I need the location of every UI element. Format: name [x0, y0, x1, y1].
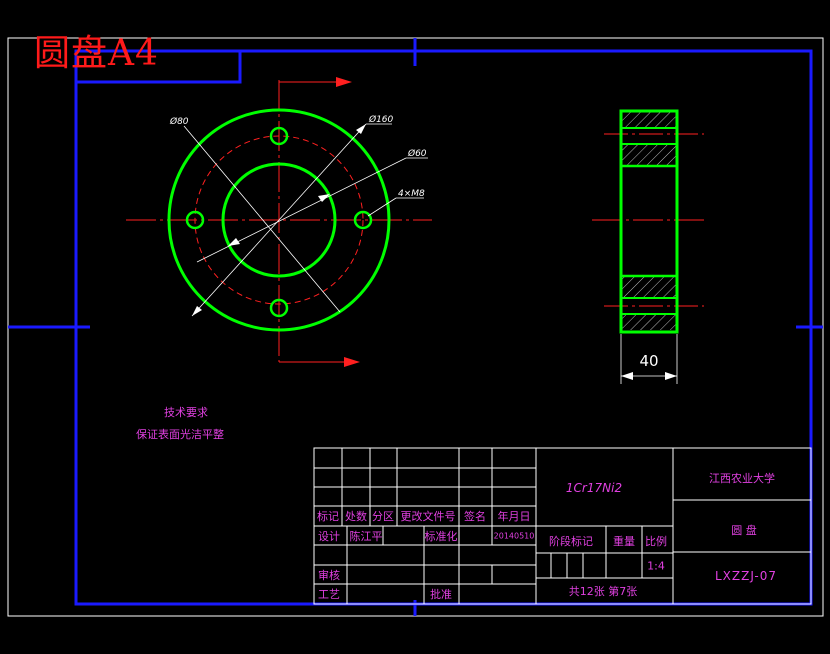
- side-section-view: 40: [592, 109, 704, 384]
- design-label: 设计: [318, 530, 340, 543]
- sheet-border: [7, 37, 824, 617]
- approve-label: 批准: [430, 588, 452, 601]
- material-text: 1Cr17Ni2: [565, 481, 623, 495]
- front-view: Ø80 Ø160 Ø60 4×M8: [126, 77, 432, 367]
- dim-leader-holes: [367, 197, 397, 217]
- tech-requirements-heading: 技术要求: [164, 406, 208, 419]
- arrowhead: [318, 194, 330, 202]
- hatch-bottom-2: [622, 314, 676, 330]
- bolt-hole-left: [185, 210, 205, 230]
- arrowhead: [621, 372, 633, 380]
- hatch-top-2: [622, 144, 676, 166]
- title-block-grid: [313, 447, 812, 605]
- sheet-info: 共12张 第7张: [568, 585, 638, 598]
- arrowhead: [665, 372, 677, 380]
- dim-text-160: Ø160: [368, 114, 394, 125]
- header-date: 年月日: [497, 510, 531, 523]
- header-zone: 分区: [372, 510, 394, 523]
- hatch-bottom-1: [622, 276, 676, 298]
- design-date: 20140510: [493, 531, 535, 541]
- header-change-doc: 更改文件号: [400, 510, 456, 523]
- drawing-code-text: LXZZJ-07: [714, 569, 778, 583]
- header-count: 处数: [345, 510, 367, 523]
- arrowhead: [228, 238, 240, 246]
- header-mark: 标记: [317, 510, 339, 523]
- section-arrowhead-bottom: [344, 357, 360, 367]
- process-label: 工艺: [318, 588, 340, 601]
- bolt-hole-bottom: [269, 298, 289, 318]
- dim-leader-60: [196, 157, 407, 263]
- scale-label: 比例: [645, 535, 667, 548]
- header-signature: 签名: [464, 510, 486, 523]
- bolt-hole-right: [353, 210, 373, 230]
- dim-leader-80: [183, 125, 341, 313]
- review-label: 审核: [318, 569, 340, 582]
- dim-text-60: Ø60: [407, 148, 427, 159]
- stage-mark-label: 阶段标记: [549, 535, 593, 548]
- arrowhead: [192, 306, 202, 316]
- bolt-hole-top: [269, 126, 289, 146]
- outer-circle: [167, 108, 391, 332]
- side-outline: [619, 109, 679, 334]
- bore-circle: [221, 162, 337, 278]
- scale-value: 1:4: [647, 559, 665, 573]
- tech-requirements-line1: 保证表面光洁平整: [136, 428, 224, 441]
- dim-text-40: 40: [639, 352, 658, 370]
- dim-text-80: Ø80: [169, 116, 189, 127]
- designer-name: 陈江平: [349, 530, 383, 543]
- standardize-label: 标准化: [424, 530, 458, 543]
- weight-label: 重量: [613, 535, 635, 548]
- title-box-outline: [76, 51, 242, 84]
- part-name-text: 圆 盘: [731, 524, 757, 537]
- hatch-top-1: [622, 112, 676, 128]
- organization-text: 江西农业大学: [709, 472, 775, 485]
- dim-leader-160: [191, 123, 367, 317]
- dim-text-holes: 4×M8: [398, 189, 425, 199]
- bolt-circle: [194, 135, 364, 305]
- section-arrowhead-top: [336, 77, 352, 87]
- arrowhead: [356, 124, 366, 134]
- sheet-title: 圆盘A4: [34, 33, 159, 74]
